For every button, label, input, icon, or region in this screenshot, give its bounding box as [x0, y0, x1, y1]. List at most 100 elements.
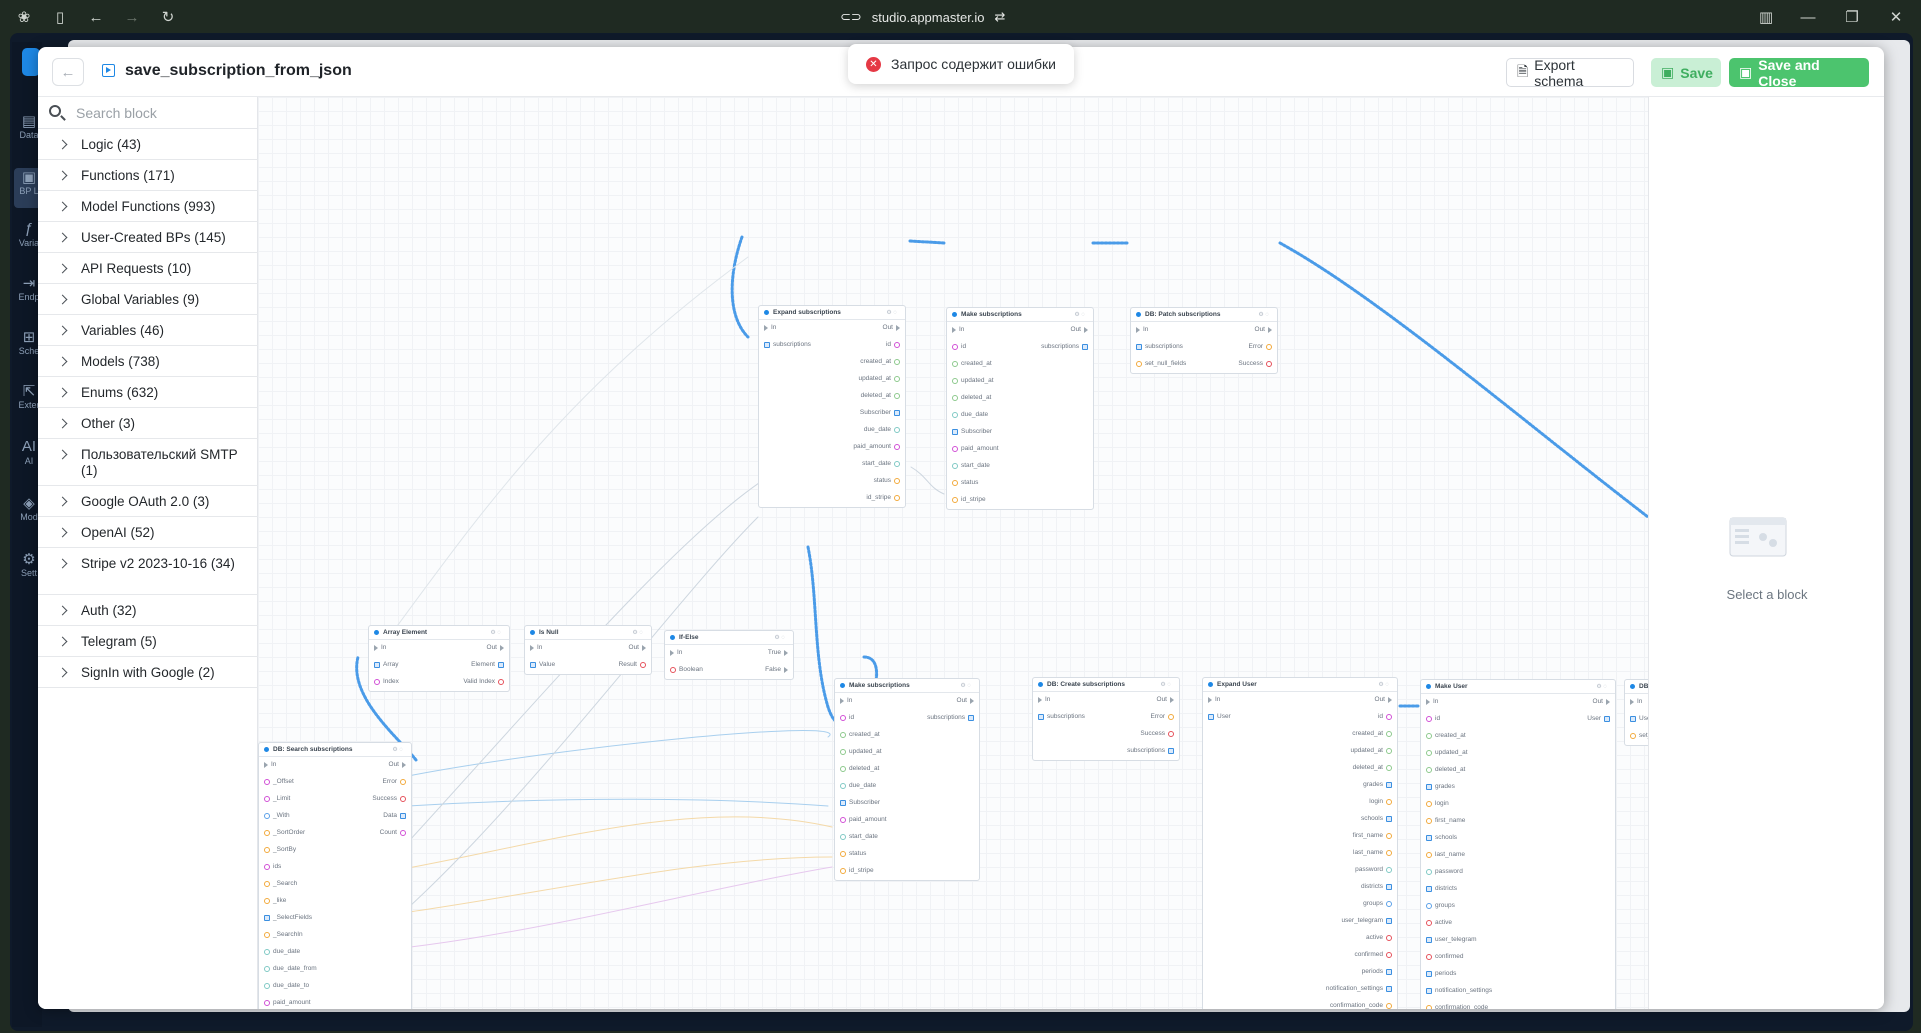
node-port[interactable]: In — [1426, 698, 1438, 705]
nav-item-4[interactable]: ⊞Sche — [14, 328, 44, 368]
nav-item-8[interactable]: ⚙Sett — [14, 550, 44, 590]
node-port[interactable]: first_name — [1353, 832, 1392, 839]
node-port[interactable]: user_telegram — [1341, 917, 1392, 924]
node-port[interactable]: created_at — [952, 360, 992, 367]
port-pin-icon[interactable] — [952, 360, 958, 367]
port-pin-icon[interactable] — [1268, 326, 1272, 333]
port-pin-icon[interactable] — [1606, 698, 1610, 705]
node-port[interactable]: created_at — [1352, 730, 1392, 737]
node-port[interactable]: _SearchIn — [264, 931, 303, 938]
port-pin-icon[interactable] — [374, 661, 380, 668]
node-port[interactable]: Array — [374, 661, 399, 668]
node-port[interactable]: In — [374, 644, 386, 651]
node-port[interactable]: subscriptions — [1041, 343, 1088, 350]
port-pin-icon[interactable] — [264, 829, 270, 836]
port-pin-icon[interactable] — [1386, 985, 1392, 992]
node-port[interactable]: districts — [1361, 883, 1392, 890]
node-port[interactable]: Success — [1140, 730, 1174, 737]
port-pin-icon[interactable] — [840, 782, 846, 789]
category-item[interactable]: Variables (46) — [38, 315, 258, 346]
port-pin-icon[interactable] — [1426, 783, 1432, 790]
port-pin-icon[interactable] — [498, 678, 504, 685]
node-port[interactable]: _Search — [264, 880, 297, 887]
node-port[interactable]: Value — [530, 661, 555, 668]
node-port[interactable]: paid_amount — [952, 445, 999, 452]
node-port[interactable]: due_date_to — [264, 982, 309, 989]
node-header[interactable]: Array Element⚙ ◌ — [369, 626, 509, 640]
address-bar[interactable]: ⊂⊃ studio.appmaster.io ⇄ — [840, 8, 1005, 26]
node-port[interactable]: last_name — [1426, 851, 1465, 858]
port-pin-icon[interactable] — [764, 324, 768, 331]
node-port[interactable]: In — [1630, 698, 1642, 705]
port-pin-icon[interactable] — [264, 965, 270, 972]
node-settings-icon[interactable]: ⚙ ◌ — [1378, 682, 1389, 688]
port-pin-icon[interactable] — [1386, 713, 1392, 720]
node-port[interactable]: schools — [1361, 815, 1392, 822]
node-port[interactable]: schools — [1426, 834, 1457, 841]
port-pin-icon[interactable] — [264, 812, 270, 819]
node-port[interactable]: _With — [264, 812, 290, 819]
node-port[interactable]: Out — [957, 697, 974, 704]
export-schema-button[interactable]: 🗎 Export schema — [1506, 57, 1634, 89]
node-port[interactable]: periods — [1426, 970, 1456, 977]
port-pin-icon[interactable] — [1386, 968, 1392, 975]
nav-item-7[interactable]: ◈Mod — [14, 494, 44, 534]
port-pin-icon[interactable] — [1168, 747, 1174, 754]
port-pin-icon[interactable] — [1630, 698, 1634, 705]
port-pin-icon[interactable] — [264, 795, 270, 802]
nav-item-3[interactable]: ⇥Endp — [14, 274, 44, 314]
port-pin-icon[interactable] — [840, 833, 846, 840]
port-pin-icon[interactable] — [1426, 698, 1430, 705]
node-settings-icon[interactable]: ⚙ ◌ — [490, 630, 501, 636]
port-pin-icon[interactable] — [640, 661, 646, 668]
node-port[interactable]: user_telegram — [1426, 936, 1477, 943]
port-pin-icon[interactable] — [1266, 360, 1272, 367]
node-port[interactable]: In — [1038, 696, 1050, 703]
port-pin-icon[interactable] — [952, 445, 958, 452]
node-port[interactable]: paid_amount — [264, 999, 311, 1006]
node-port[interactable]: deleted_at — [1426, 766, 1465, 773]
port-pin-icon[interactable] — [1168, 713, 1174, 720]
category-item[interactable]: Functions (171) — [38, 160, 258, 191]
port-pin-icon[interactable] — [970, 697, 974, 704]
node-port[interactable]: deleted_at — [1353, 764, 1392, 771]
port-pin-icon[interactable] — [1208, 713, 1214, 720]
port-pin-icon[interactable] — [500, 644, 504, 651]
port-pin-icon[interactable] — [264, 999, 270, 1006]
node-port[interactable]: _Offset — [264, 778, 294, 785]
port-pin-icon[interactable] — [264, 778, 270, 785]
node-port[interactable]: True — [768, 649, 788, 656]
node-port[interactable]: set_null_fields — [1630, 732, 1648, 739]
node-header[interactable]: DB: Patch subscriptions⚙ ◌ — [1131, 308, 1277, 322]
port-pin-icon[interactable] — [1386, 730, 1392, 737]
node-port[interactable]: districts — [1426, 885, 1457, 892]
port-pin-icon[interactable] — [1266, 343, 1272, 350]
port-pin-icon[interactable] — [1208, 696, 1212, 703]
node-port[interactable]: deleted_at — [861, 392, 900, 399]
node-patch-user[interactable]: DB: Patch User⚙ ◌InOutUserset_null_field… — [1624, 679, 1648, 746]
port-pin-icon[interactable] — [952, 479, 958, 486]
port-pin-icon[interactable] — [400, 829, 406, 836]
port-pin-icon[interactable] — [1386, 1002, 1392, 1009]
node-port[interactable]: Out — [883, 324, 900, 331]
port-pin-icon[interactable] — [1386, 815, 1392, 822]
node-port[interactable]: Out — [1071, 326, 1088, 333]
node-port[interactable]: User — [1208, 713, 1231, 720]
node-port[interactable]: User — [1587, 715, 1610, 722]
port-pin-icon[interactable] — [840, 850, 846, 857]
port-pin-icon[interactable] — [1082, 343, 1088, 350]
node-port[interactable]: ids — [264, 863, 281, 870]
node-port[interactable]: Count — [380, 829, 406, 836]
port-pin-icon[interactable] — [894, 477, 900, 484]
category-item[interactable]: API Requests (10) — [38, 253, 258, 284]
port-pin-icon[interactable] — [1386, 951, 1392, 958]
node-port[interactable]: password — [1355, 866, 1392, 873]
node-port[interactable]: start_date — [952, 462, 990, 469]
port-pin-icon[interactable] — [1386, 781, 1392, 788]
node-port[interactable]: updated_at — [840, 748, 882, 755]
port-pin-icon[interactable] — [894, 494, 900, 501]
